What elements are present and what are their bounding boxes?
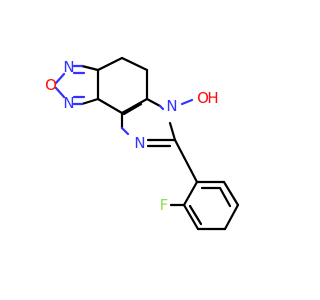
- bond-c7a-n3: [120, 126, 130, 136]
- bond-furazan-n-o-bottom: [54, 86, 66, 99]
- atom-label-n-imidazole-oh: N: [166, 97, 177, 115]
- heteroatom-bonds: [54, 64, 194, 136]
- bond-ph5-ph6: [222, 180, 240, 207]
- bond-ph-double-2: [218, 186, 232, 208]
- atom-label-f-fluoro: F: [160, 196, 169, 214]
- bond-c7a-c3a-benz: [96, 97, 124, 115]
- bond-c4-c5: [96, 56, 124, 72]
- atom-label-n-oxadiazole-bottom: N: [63, 94, 74, 112]
- bond-furazan-n-o-top: [54, 72, 66, 85]
- atom-label-h-hydroxyl: H: [207, 89, 218, 107]
- atom-label-n-imidazole: N: [134, 134, 145, 152]
- bond-c2-phenyl: [173, 138, 199, 184]
- bond-c7-c7a: [120, 97, 149, 115]
- bond-c2-n1-black: [168, 121, 177, 142]
- atom-labels: N O N N O H N F: [45, 58, 219, 214]
- molecule-structure-diagram: N O N N O H N F: [45, 56, 240, 231]
- atom-label-o-oxadiazole: O: [45, 76, 57, 94]
- bond-c-furazan-bottom-c: [80, 97, 100, 106]
- bond-ph1-ph2: [182, 180, 199, 207]
- bond-c5-c6: [120, 56, 149, 72]
- bond-c7-c7a-double: [122, 102, 143, 116]
- atom-label-n-oxadiazole-top: N: [63, 58, 74, 76]
- bond-ph2-ph3: [182, 203, 200, 231]
- bond-ph-double-1: [188, 204, 203, 226]
- bond-c-furazan-top-c: [80, 64, 100, 72]
- bond-ph4-ph5: [223, 203, 240, 231]
- atom-label-o-hydroxyl: O: [197, 89, 209, 107]
- bond-c7-n1: [158, 104, 165, 111]
- bond-n1-oh: [180, 98, 194, 106]
- bond-c7-n1-black: [145, 97, 162, 108]
- carbon-bonds: [80, 56, 240, 231]
